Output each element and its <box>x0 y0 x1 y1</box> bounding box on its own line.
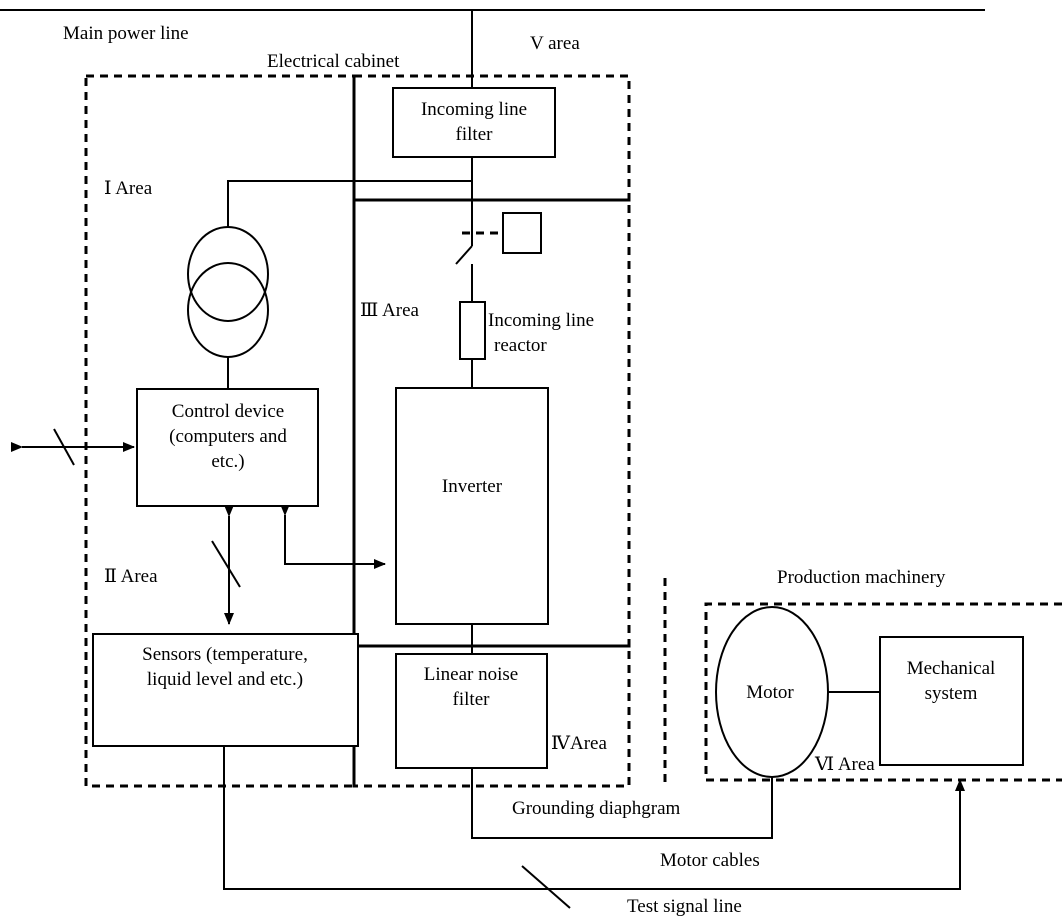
sensors-label-line-2: liquid level and etc.) <box>147 669 303 690</box>
inverter-block: Inverter <box>395 387 549 625</box>
motor-label: Motor <box>746 682 794 703</box>
test-signal-line-label: Test signal line <box>627 896 742 917</box>
control-device-block: Control device (computers and etc.) <box>136 388 319 507</box>
iii-area-boundary <box>352 198 631 648</box>
incoming-filter-label-line-2: filter <box>456 124 494 145</box>
electrical-cabinet-label: Electrical cabinet <box>267 51 400 72</box>
main-power-line-label: Main power line <box>63 23 189 44</box>
mechanical-label-line-1: Mechanical <box>907 658 996 679</box>
test-signal-line <box>223 746 965 890</box>
control-sensor-slash <box>211 540 241 588</box>
inverter-label: Inverter <box>442 476 503 497</box>
motor-cable-line <box>471 768 773 839</box>
motor-cables-label: Motor cables <box>660 850 760 871</box>
area-6-label: Ⅵ Area <box>814 754 875 775</box>
incoming-line-filter-block: Incoming line filter <box>392 87 556 158</box>
incoming-reactor-label-line-2: reactor <box>494 335 547 356</box>
mechanical-system-block: Mechanical system <box>879 636 1024 766</box>
motor-block: Motor <box>715 606 829 778</box>
grounding-diaphragm-label: Grounding diaphgram <box>512 798 681 819</box>
control-device-label-line-3: etc.) <box>211 451 244 472</box>
v-area-boundary <box>352 74 631 202</box>
area-2-label: Ⅱ Area <box>104 566 158 587</box>
linear-noise-filter-block: Linear noise filter <box>395 653 548 769</box>
transformer-lower-coil <box>187 262 269 358</box>
switch-actuator-box <box>502 212 542 254</box>
mechanical-label-line-2: system <box>925 683 978 704</box>
area-4-label: ⅣArea <box>551 733 607 754</box>
control-device-label-line-2: (computers and <box>169 426 287 447</box>
sensors-block: Sensors (temperature, liquid level and e… <box>92 633 359 747</box>
transformer-upper-coil <box>187 226 269 322</box>
control-device-label-line-1: Control device <box>172 401 284 422</box>
control-inverter-arrow <box>280 504 386 569</box>
transformer-feed-line <box>227 180 472 228</box>
incoming-filter-label-line-1: Incoming line <box>421 99 527 120</box>
incoming-line-reactor-block: Incoming line reactor <box>459 301 594 360</box>
test-signal-slash <box>521 865 571 909</box>
production-machinery-label: Production machinery <box>777 567 946 588</box>
sensors-label-line-1: Sensors (temperature, <box>142 644 308 665</box>
switch-blade <box>455 245 473 265</box>
v-area-label: V area <box>530 33 580 54</box>
area-1-label: Ⅰ Area <box>104 178 153 199</box>
external-comm-slash <box>53 428 75 466</box>
noise-filter-label-line-2: filter <box>453 689 491 710</box>
incoming-reactor-label-line-1: Incoming line <box>488 310 594 331</box>
area-3-label: Ⅲ Area <box>360 300 420 321</box>
noise-filter-label-line-1: Linear noise <box>424 664 518 685</box>
